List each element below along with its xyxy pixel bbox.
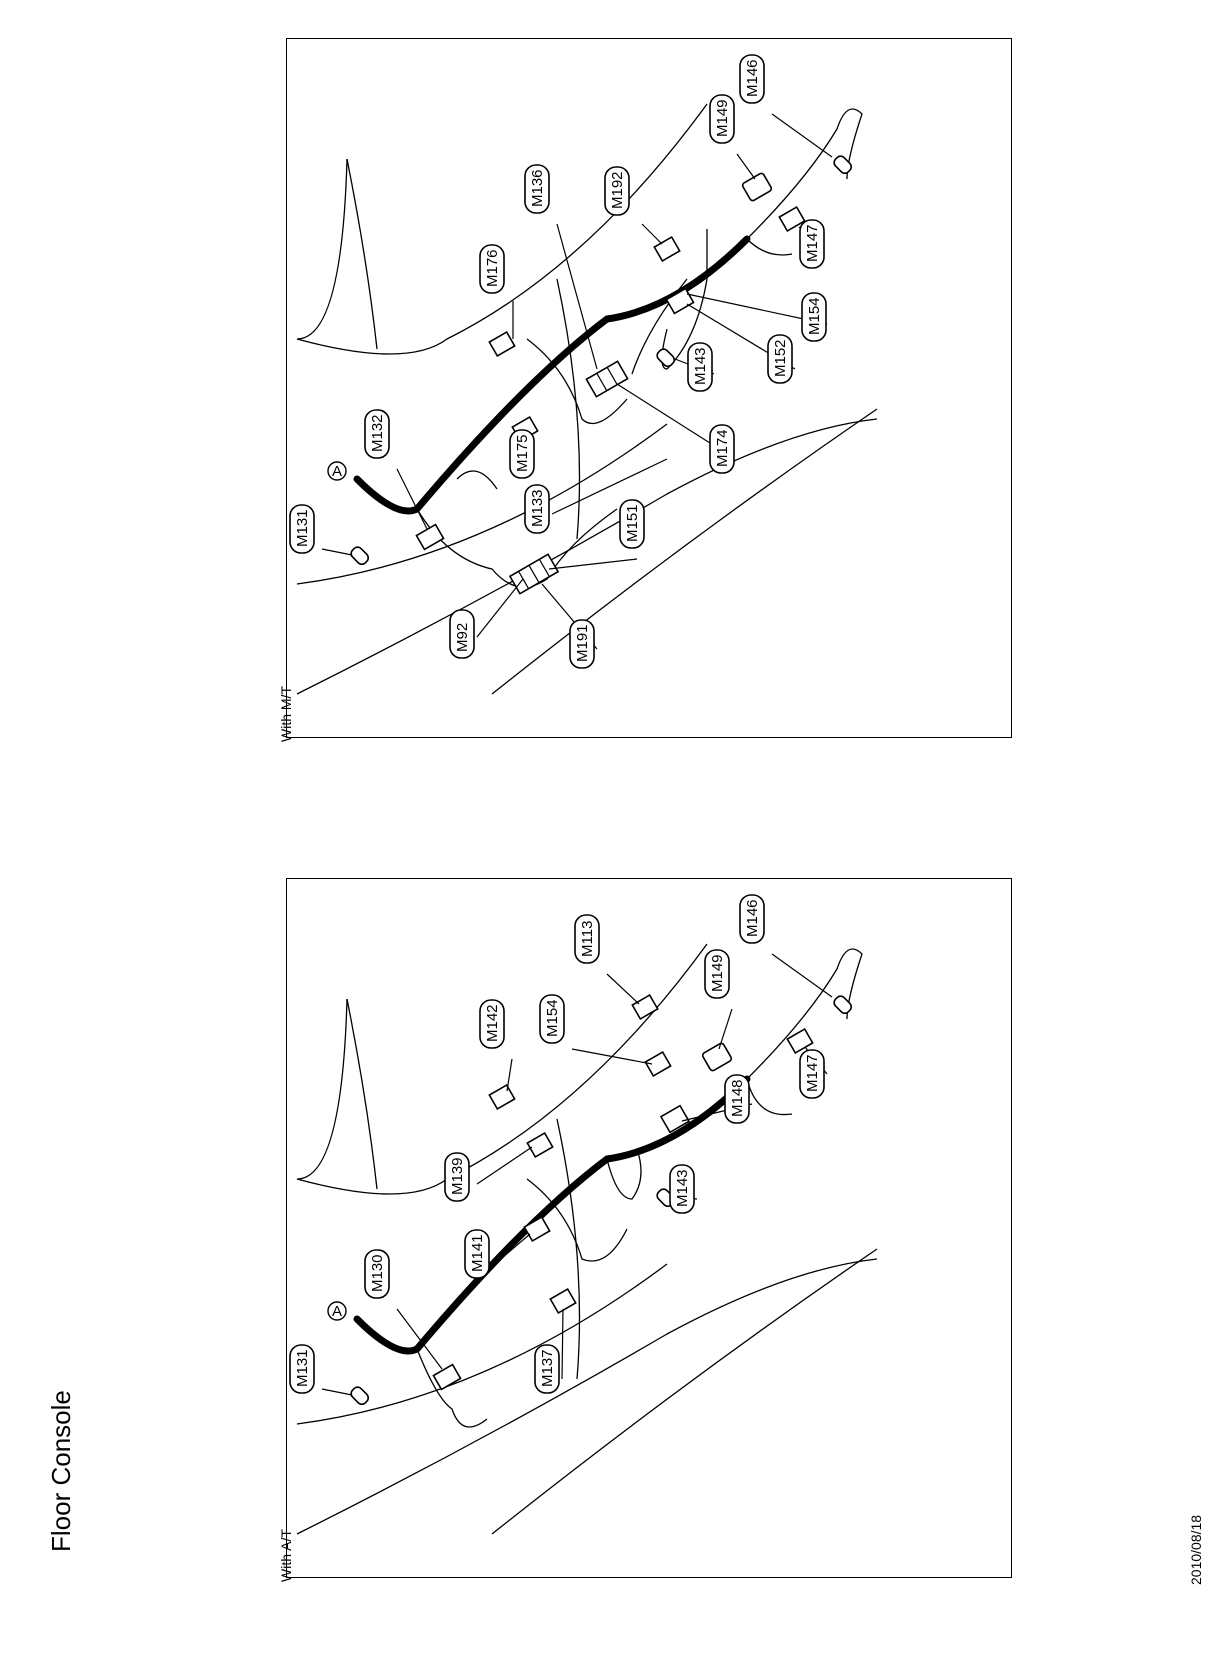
at-leaders [321, 953, 833, 1396]
at-callout-m141: M141 [464, 1229, 490, 1279]
mt-callout-m92: M92 [449, 609, 475, 659]
mt-callout-m154: M154 [801, 292, 827, 342]
at-callout-m130: M130 [364, 1249, 390, 1299]
at-marker-label: A [332, 1303, 342, 1320]
mt-connector-label: M92 [454, 623, 471, 652]
at-connector-label: M130 [369, 1254, 386, 1292]
at-callout-m154: M154 [539, 994, 565, 1044]
at-callout-m147: M147 [799, 1049, 825, 1099]
at-callout-m142: M142 [479, 999, 505, 1049]
mt-connector-label: M154 [806, 297, 823, 335]
at-callout-m146: M146 [739, 894, 765, 944]
mt-callout-m191: M191 [569, 619, 595, 669]
mt-callout-m149: M149 [709, 94, 735, 144]
at-callout-m139: M139 [444, 1152, 470, 1202]
at-connectors [350, 993, 853, 1406]
at-marker-a: A [327, 1301, 347, 1321]
at-diagram-svg: A M131M130M137M141M139M142M143M148M154M1… [289, 894, 878, 1535]
at-callout-m131: M131 [289, 1344, 315, 1394]
at-connector-label: M137 [539, 1349, 556, 1387]
mt-callout-m147: M147 [799, 219, 825, 269]
mt-connector-label: M151 [624, 504, 641, 542]
mt-connector-label: M152 [772, 339, 789, 377]
at-connector-label: M154 [544, 999, 561, 1037]
mt-callout-m131: M131 [289, 504, 315, 554]
mt-callout-m175: M175 [509, 429, 535, 479]
at-connector-label: M113 [579, 921, 596, 957]
at-connector-label: M146 [744, 899, 761, 937]
mt-connector-label: M175 [514, 434, 531, 472]
mt-connector-label: M132 [369, 414, 386, 452]
mt-connector-label: M192 [609, 171, 626, 209]
mt-marker-label: A [332, 463, 342, 480]
mt-marker-a: A [327, 461, 347, 481]
at-callout-m149: M149 [704, 949, 730, 999]
mt-connector-label: M133 [529, 489, 546, 527]
page-title: Floor Console [46, 1390, 76, 1552]
at-callout-m143: M143 [669, 1164, 695, 1214]
mt-callout-m176: M176 [479, 244, 505, 294]
mt-callout-m152: M152 [767, 334, 793, 384]
print-date: 2010/08/18 [1188, 1514, 1204, 1585]
mt-callout-m143: M143 [687, 342, 713, 392]
mt-connector-label: M143 [692, 347, 709, 385]
mt-connectors [350, 155, 853, 595]
mt-callout-m136: M136 [524, 164, 550, 214]
mt-callout-m151: M151 [619, 499, 645, 549]
mt-connector-label: M174 [714, 429, 731, 467]
mt-callout-m174: M174 [709, 424, 735, 474]
mt-callout-m146: M146 [739, 54, 765, 104]
mt-connector-label: M176 [484, 249, 501, 287]
at-connector-label: M147 [804, 1054, 821, 1092]
mt-connector-label: M146 [744, 59, 761, 97]
mt-connector-label: M191 [574, 624, 591, 662]
at-connector-label: M141 [469, 1234, 486, 1272]
at-callout-m137: M137 [534, 1344, 560, 1394]
mt-connector-label: M136 [529, 169, 546, 207]
mt-callout-m192: M192 [604, 166, 630, 216]
at-body-outline [296, 943, 878, 1535]
mt-callout-m132: M132 [364, 409, 390, 459]
mt-connector-label: M147 [804, 224, 821, 262]
mt-connector-label: M131 [294, 509, 311, 547]
mt-connector-label: M149 [714, 99, 731, 137]
at-callout-m148: M148 [724, 1074, 750, 1124]
at-connector-label: M149 [709, 954, 726, 992]
at-connector-label: M142 [484, 1004, 501, 1042]
at-connector-label: M148 [729, 1079, 746, 1117]
at-connector-label: M139 [449, 1157, 466, 1195]
mt-callout-m133: M133 [524, 484, 550, 534]
at-callout-m113: M113 [574, 914, 600, 964]
at-main-harness [353, 1075, 751, 1355]
at-connector-label: M143 [674, 1169, 691, 1207]
at-connector-label: M131 [294, 1349, 311, 1387]
